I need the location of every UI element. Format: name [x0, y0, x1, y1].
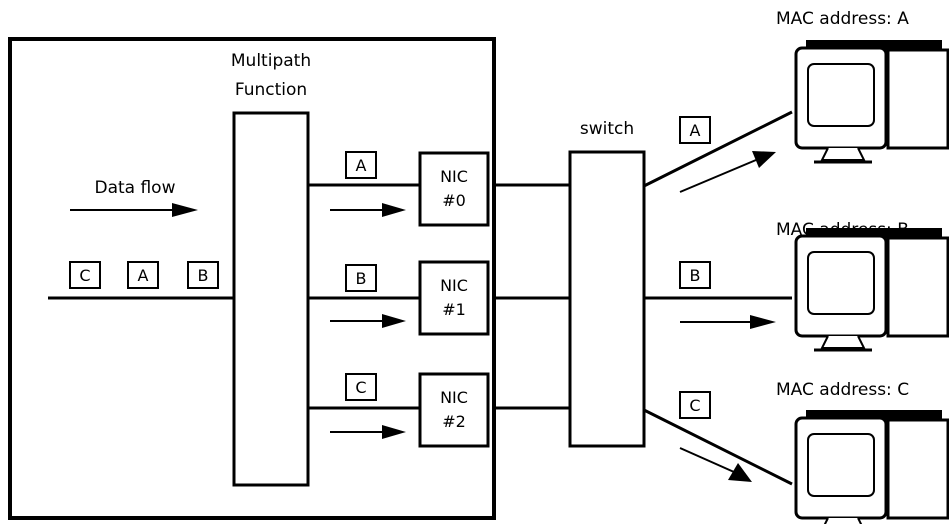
path-arrow	[330, 425, 406, 439]
switch-host-line-c	[643, 408, 793, 486]
computer-icon	[794, 38, 949, 164]
out-arrow	[680, 315, 776, 329]
path-packet-label: C	[355, 378, 366, 397]
data-flow-arrow	[70, 203, 198, 217]
input-packet: B	[187, 261, 219, 289]
host-box	[8, 37, 496, 520]
nic-label-line1: NIC	[440, 167, 468, 186]
nic-label-line2: #2	[442, 412, 466, 431]
out-packet-label: A	[690, 121, 701, 140]
switch-label: switch	[580, 119, 634, 139]
input-packet-label: A	[138, 266, 149, 285]
switch-host-line-a	[643, 110, 793, 188]
input-packet-label: C	[79, 266, 90, 285]
out-arrow	[679, 151, 776, 193]
mac-label-a: MAC address: A	[776, 9, 909, 29]
input-packet: C	[69, 261, 101, 289]
mac-label-c: MAC address: C	[776, 380, 909, 400]
path-packet-label: A	[356, 156, 367, 175]
input-packet: A	[127, 261, 159, 289]
out-packet: C	[679, 391, 711, 419]
path-arrow	[330, 314, 406, 328]
computer-icon	[794, 408, 949, 524]
path-packet: A	[345, 151, 377, 179]
path-packet: B	[345, 264, 377, 292]
input-packet-label: B	[198, 266, 209, 285]
nic-label-line2: #1	[442, 300, 466, 319]
out-packet-label: C	[689, 396, 700, 415]
computer-icon	[794, 226, 949, 352]
data-flow-label: Data flow	[94, 178, 175, 198]
multipath-label-line2: Function	[235, 80, 307, 100]
out-arrow	[679, 447, 752, 482]
nic-box: NIC #2	[418, 372, 490, 448]
switch-box	[568, 150, 646, 448]
path-packet: C	[345, 373, 377, 401]
out-packet: A	[679, 116, 711, 144]
nic-label-line1: NIC	[440, 276, 468, 295]
nic-box: NIC #0	[418, 151, 490, 227]
multipath-function-block	[232, 111, 310, 487]
nic-label-line1: NIC	[440, 388, 468, 407]
multipath-label-line1: Multipath	[231, 51, 311, 71]
out-packet-label: B	[690, 266, 701, 285]
path-packet-label: B	[356, 269, 367, 288]
nic-label-line2: #0	[442, 191, 466, 210]
out-packet: B	[679, 261, 711, 289]
nic-box: NIC #1	[418, 260, 490, 336]
path-arrow	[330, 203, 406, 217]
